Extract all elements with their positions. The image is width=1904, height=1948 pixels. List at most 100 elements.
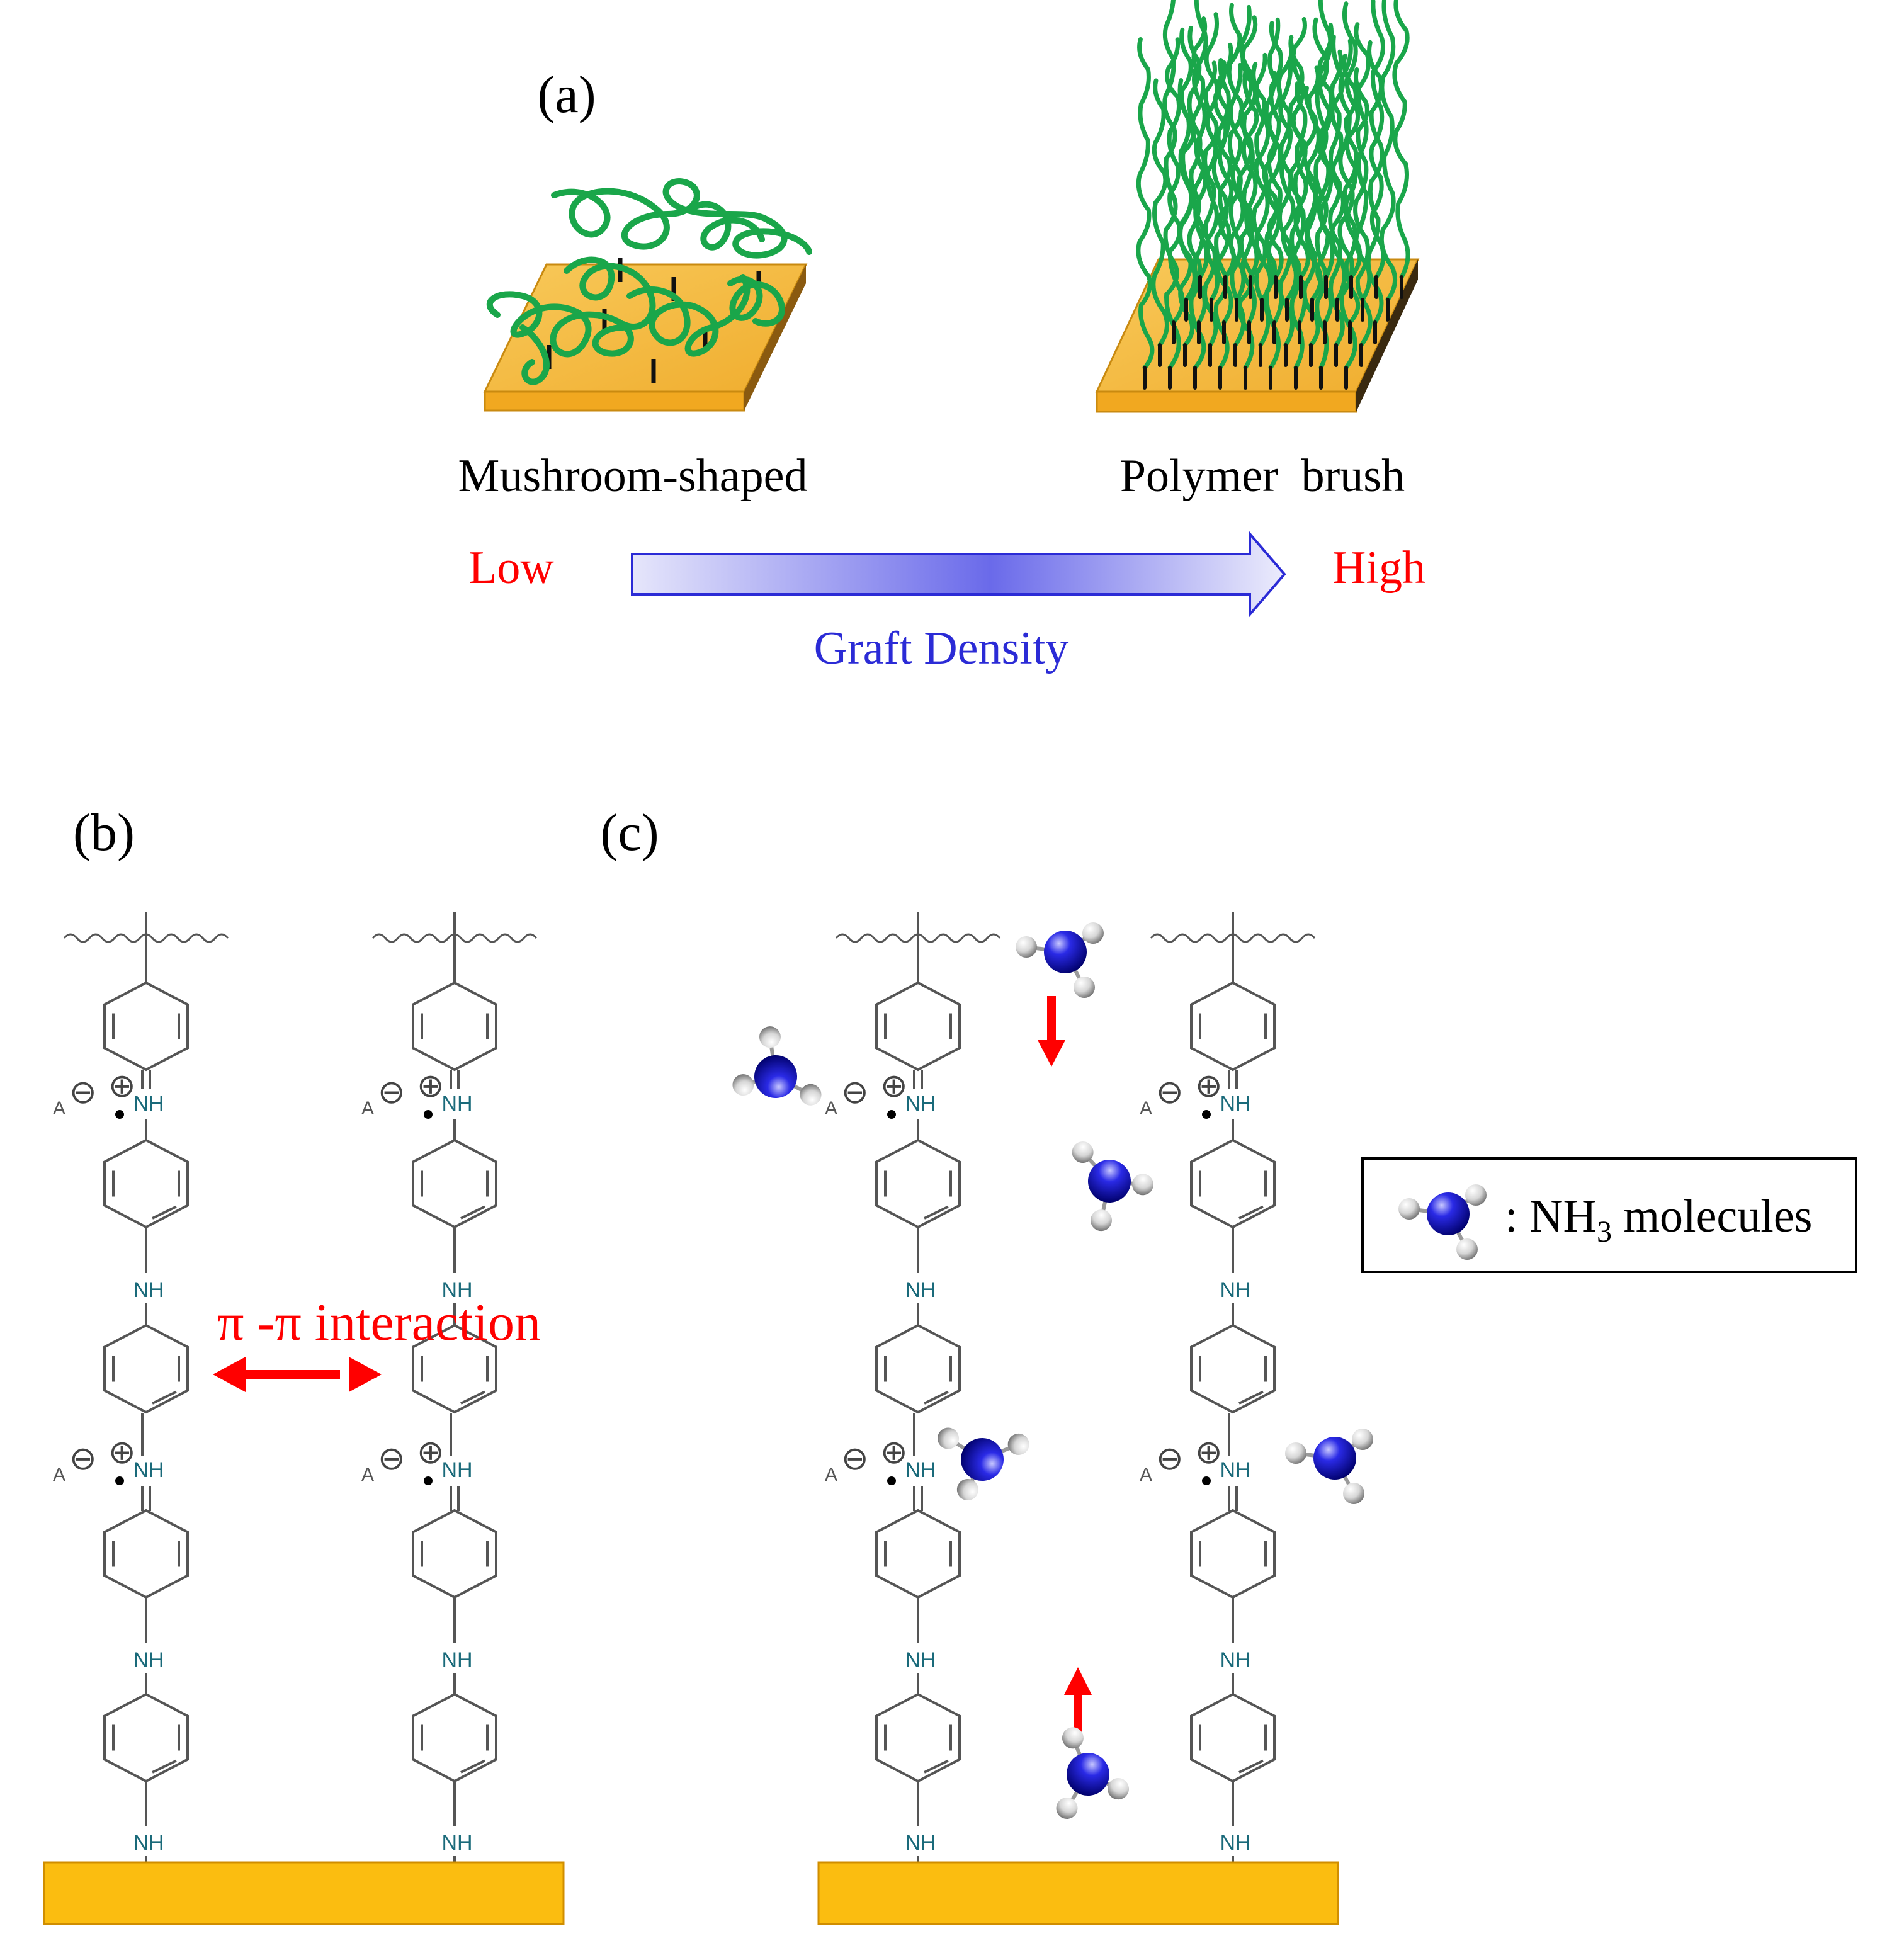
panel-a-label: (a): [537, 65, 596, 124]
hydrogen-atom: [1062, 1727, 1084, 1749]
benzene-ring: [1190, 1138, 1276, 1229]
brush-chain: [1369, 0, 1386, 280]
benzene-ring: [1190, 1509, 1276, 1599]
benzene-ring: [875, 1692, 961, 1783]
hydrogen-atom: [1456, 1238, 1478, 1260]
nh-label: NH: [905, 1831, 936, 1855]
hydrogen-atom: [1056, 1797, 1078, 1819]
benzene-ring: [412, 1138, 497, 1229]
polymer-coil: [486, 291, 634, 358]
benzene-ring: [875, 1138, 961, 1229]
hydrogen-atom: [1016, 936, 1037, 958]
polymer-brush-caption: Polymer brush: [1120, 450, 1405, 502]
pi-pi-double-arrow: [213, 1357, 382, 1392]
nh-label: NH: [133, 1278, 164, 1302]
brush-chain: [1228, 62, 1246, 302]
brush-chain: [1136, 37, 1155, 370]
polymer-coil: [551, 178, 812, 259]
radical-dot: [887, 1476, 896, 1485]
hydrogen-atom: [1007, 1433, 1029, 1455]
benzene-ring: [875, 1509, 961, 1599]
plus-charge: ⊕: [108, 1068, 136, 1104]
anion-label: A: [361, 1098, 374, 1119]
legend: : NH3 molecules: [1361, 1157, 1857, 1273]
anion-label: A: [53, 1464, 65, 1485]
hydrogen-atom: [1074, 977, 1095, 998]
brush-chain: [1293, 81, 1310, 280]
hydrogen-atom: [1465, 1184, 1487, 1206]
nitrogen-atom: [1067, 1753, 1109, 1796]
radical-dot: [424, 1110, 433, 1119]
brush-chain: [1278, 60, 1298, 302]
brush-chain: [1151, 78, 1170, 348]
ammonia-molecules: [732, 922, 1373, 1819]
nh-label: NH: [905, 1458, 936, 1482]
benzene-ring: [103, 1138, 189, 1229]
nh-label: NH: [133, 1648, 164, 1672]
high-label: High: [1332, 542, 1425, 594]
ammonia-molecule: [938, 1427, 1029, 1500]
nitrogen-atom: [754, 1055, 797, 1098]
minus-charge: ⊖: [1156, 1074, 1184, 1111]
radical-dot: [1202, 1110, 1211, 1119]
hydrogen-atom: [1285, 1442, 1306, 1464]
plus-charge: ⊕: [108, 1434, 136, 1471]
mushroom-polymer-coils: [486, 178, 812, 385]
nh-label: NH: [441, 1092, 472, 1116]
anion-label: A: [1140, 1098, 1152, 1119]
minus-charge: ⊖: [69, 1441, 97, 1477]
polymer-coil: [727, 276, 785, 327]
anion-label: A: [1140, 1464, 1152, 1485]
minus-charge: ⊖: [378, 1441, 405, 1477]
hydrogen-atom: [956, 1478, 978, 1500]
pi-pi-interaction-label: π -π interaction: [217, 1293, 541, 1352]
nh-label: NH: [905, 1648, 936, 1672]
polymer-coil: [519, 324, 550, 385]
benzene-ring: [412, 1692, 497, 1783]
ammonia-molecule: [1285, 1429, 1373, 1504]
ammonia-molecule: [1072, 1141, 1153, 1232]
brush-chain: [1392, 0, 1410, 280]
ammonia-approach-arrow: [1038, 996, 1065, 1067]
brush-chain: [1337, 38, 1357, 370]
hydrogen-atom: [1131, 1174, 1153, 1196]
minus-charge: ⊖: [1156, 1441, 1184, 1477]
nh-label: NH: [133, 1458, 164, 1482]
ammonia-molecule: [732, 1026, 822, 1106]
polymer-coil: [564, 256, 656, 330]
brush-chain: [1305, 65, 1323, 302]
benzene-ring: [875, 1323, 961, 1414]
brush-chain: [1241, 69, 1259, 280]
benzene-ring: [1190, 1692, 1276, 1783]
benzene-ring: [1190, 1323, 1276, 1414]
nh-label: NH: [1220, 1278, 1250, 1302]
anion-label: A: [825, 1464, 837, 1485]
legend-ammonia-icon: [1398, 1184, 1487, 1260]
hydrogen-atom: [938, 1427, 960, 1449]
panel-c-substrate: [817, 1861, 1339, 1925]
nh-label: NH: [1220, 1092, 1250, 1116]
nh-label: NH: [1220, 1648, 1250, 1672]
plus-charge: ⊕: [417, 1434, 445, 1471]
brush-chain: [1178, 27, 1197, 302]
polymer-brush-chains: [1136, 0, 1410, 390]
legend-text: : NH3 molecules: [1505, 1191, 1812, 1249]
brush-chain: [1216, 42, 1236, 280]
hydrogen-atom: [732, 1074, 754, 1096]
brush-chain: [1215, 57, 1233, 325]
benzene-ring: [1190, 981, 1276, 1072]
plus-charge: ⊕: [1195, 1434, 1223, 1471]
benzene-ring: [103, 1509, 189, 1599]
ammonia-molecule: [1056, 1727, 1129, 1819]
hydrogen-atom: [759, 1026, 781, 1048]
plus-charge: ⊕: [880, 1434, 908, 1471]
nh-label: NH: [1220, 1831, 1250, 1855]
benzene-ring: [103, 1323, 189, 1414]
nh-label: NH: [441, 1648, 472, 1672]
anion-label: A: [825, 1098, 837, 1119]
brush-chain: [1266, 17, 1284, 325]
radical-dot: [115, 1476, 124, 1485]
brush-chain: [1227, 3, 1246, 348]
radical-dot: [887, 1110, 896, 1119]
